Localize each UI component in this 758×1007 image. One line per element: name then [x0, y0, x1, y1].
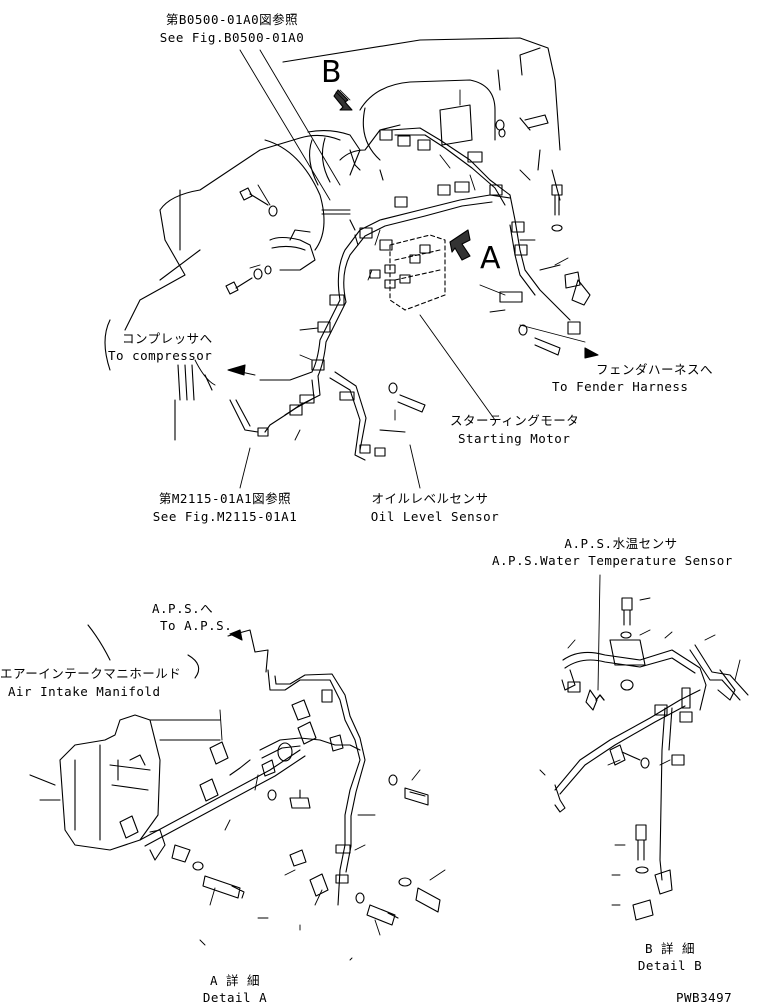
- fender-harness-label-jp: フェンダハーネスへ: [596, 362, 714, 377]
- bolt-group-top-left: [225, 187, 351, 295]
- intake-manifold-label-jp: エアーインテークマニホールド: [0, 666, 182, 681]
- to-aps-label-en: To A.P.S.: [160, 618, 233, 633]
- starting-motor-label-jp: スターティングモータ: [450, 413, 580, 428]
- bolt-group-lower: [229, 382, 426, 457]
- view-arrow-a: [449, 229, 471, 261]
- oil-level-sensor-label-jp: オイルレベルセンサ: [371, 491, 489, 506]
- bolt-group-right: [495, 114, 591, 356]
- ref-b0500-label-jp: 第B0500-01A0図参照: [165, 12, 299, 27]
- detail-b-view: [539, 574, 749, 921]
- leader-lines-detail-b: [539, 574, 741, 906]
- view-marker-a: A: [480, 241, 501, 276]
- detail-a-view: [29, 624, 446, 961]
- detail-a-label-en: Detail A: [202, 990, 268, 1005]
- engine-top-view: [104, 37, 599, 489]
- ref-b0500-label-en: See Fig.B0500-01A0: [159, 30, 305, 45]
- fender-harness-label-en: To Fender Harness: [552, 379, 689, 394]
- detail-a-label-jp: A 詳 細: [209, 973, 261, 988]
- starting-motor-label-en: Starting Motor: [458, 431, 571, 446]
- detail-b-label-jp: B 詳 細: [644, 941, 696, 956]
- ref-m2115-label-jp: 第M2115-01A1図参照: [158, 491, 292, 506]
- view-marker-b: B: [321, 55, 342, 90]
- figure-id: PWB3497: [676, 990, 733, 1005]
- leader-lines-detail-a: [199, 709, 446, 961]
- detail-b-label-en: Detail B: [637, 958, 703, 973]
- ref-m2115-label-en: See Fig.M2115-01A1: [152, 509, 298, 524]
- aps-sensor-label-jp: A.P.S.水温センサ: [564, 536, 678, 551]
- leader-lines-top: [194, 49, 586, 489]
- aps-sensor-label-en: A.P.S.Water Temperature Sensor: [492, 553, 733, 568]
- compressor-label-en: To compressor: [108, 348, 213, 363]
- compressor-label-jp: コンプレッサへ: [122, 331, 213, 346]
- oil-level-sensor-label-en: Oil Level Sensor: [370, 509, 500, 524]
- intake-manifold-label-en: Air Intake Manifold: [8, 684, 161, 699]
- to-aps-label-jp: A.P.S.へ: [152, 601, 214, 616]
